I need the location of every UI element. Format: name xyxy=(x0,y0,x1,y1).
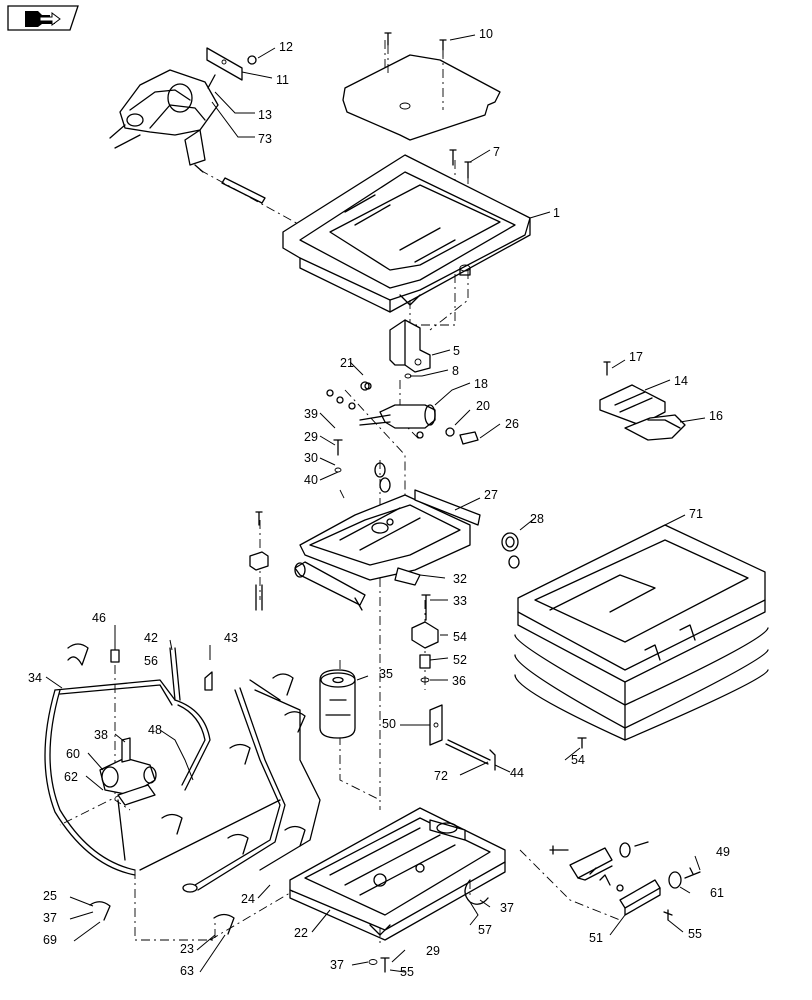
callout-55: 55 xyxy=(688,927,702,941)
callout-34: 34 xyxy=(28,671,42,685)
callout-42: 42 xyxy=(144,631,158,645)
callout-43: 43 xyxy=(224,631,238,645)
callout-50: 50 xyxy=(382,717,396,731)
callout-13: 13 xyxy=(258,108,272,122)
callout-10: 10 xyxy=(479,27,493,41)
callout-26: 26 xyxy=(505,417,519,431)
bracket-kit-22 xyxy=(549,841,701,921)
callout-35: 35 xyxy=(379,667,393,681)
callout-7: 7 xyxy=(493,145,500,159)
seat-switch-assembly xyxy=(109,47,257,173)
callout-44: 44 xyxy=(510,766,524,780)
support-rod xyxy=(221,177,266,204)
shock-absorber xyxy=(326,381,479,445)
callout-72: 72 xyxy=(434,769,448,783)
callout-30: 30 xyxy=(304,451,318,465)
callout-22: 22 xyxy=(294,926,308,940)
seat-frame xyxy=(282,154,531,313)
callout-40: 40 xyxy=(304,473,318,487)
callout-1: 1 xyxy=(553,206,560,220)
callout-24: 24 xyxy=(241,892,255,906)
cover-plate xyxy=(342,32,501,141)
callout-29: 29 xyxy=(426,944,440,958)
callout-61: 61 xyxy=(710,886,724,900)
callout-leaders xyxy=(45,34,706,973)
callout-labels: 1210111373715821181714163920262930402728… xyxy=(28,27,730,979)
callout-62: 62 xyxy=(64,770,78,784)
callout-54: 54 xyxy=(453,630,467,644)
bracket-5 xyxy=(389,319,431,379)
callout-51: 51 xyxy=(589,931,603,945)
callout-73: 73 xyxy=(258,132,272,146)
bolt-stack-39 xyxy=(333,439,343,473)
callout-5: 5 xyxy=(453,344,460,358)
callout-54: 54 xyxy=(571,753,585,767)
callout-48: 48 xyxy=(148,723,162,737)
book-arrow-icon[interactable] xyxy=(7,5,79,31)
callout-37: 37 xyxy=(500,901,514,915)
callout-11: 11 xyxy=(276,73,289,87)
callout-49: 49 xyxy=(716,845,730,859)
bellows-boot xyxy=(514,524,769,741)
bolts-7 xyxy=(449,149,472,179)
callout-37: 37 xyxy=(330,958,344,972)
callout-52: 52 xyxy=(453,653,467,667)
control-switch xyxy=(599,361,686,441)
callout-14: 14 xyxy=(674,374,688,388)
callout-32: 32 xyxy=(453,572,467,586)
callout-29: 29 xyxy=(304,430,318,444)
callout-56: 56 xyxy=(144,654,158,668)
air-valve xyxy=(99,737,157,861)
bolt-and-block xyxy=(411,594,439,683)
callout-28: 28 xyxy=(530,512,544,526)
callout-23: 23 xyxy=(180,942,194,956)
screw-72 xyxy=(577,737,587,749)
callout-37: 37 xyxy=(43,911,57,925)
base-frame xyxy=(289,807,506,941)
callout-12: 12 xyxy=(279,40,293,54)
callout-71: 71 xyxy=(689,507,703,521)
callout-21: 21 xyxy=(340,356,354,370)
wiring-harness xyxy=(44,643,321,935)
pin-and-clip xyxy=(429,704,496,771)
callout-18: 18 xyxy=(474,377,488,391)
callout-60: 60 xyxy=(66,747,80,761)
bushings-28 xyxy=(501,532,520,569)
air-spring xyxy=(319,669,356,739)
callout-20: 20 xyxy=(476,399,490,413)
scissor-mechanism xyxy=(294,462,481,611)
callout-63: 63 xyxy=(180,964,194,978)
callout-38: 38 xyxy=(94,728,108,742)
callout-17: 17 xyxy=(629,350,643,364)
callout-36: 36 xyxy=(452,674,466,688)
callout-33: 33 xyxy=(453,594,467,608)
callout-39: 39 xyxy=(304,407,318,421)
slide-post xyxy=(249,511,269,611)
callout-69: 69 xyxy=(43,933,57,947)
assembly-lines xyxy=(59,40,621,945)
callout-16: 16 xyxy=(709,409,723,423)
callout-46: 46 xyxy=(92,611,106,625)
callout-25: 25 xyxy=(43,889,57,903)
callout-27: 27 xyxy=(484,488,498,502)
callout-55: 55 xyxy=(400,965,414,979)
callout-57: 57 xyxy=(478,923,492,937)
callout-8: 8 xyxy=(452,364,459,378)
bottom-bolts xyxy=(368,957,390,973)
